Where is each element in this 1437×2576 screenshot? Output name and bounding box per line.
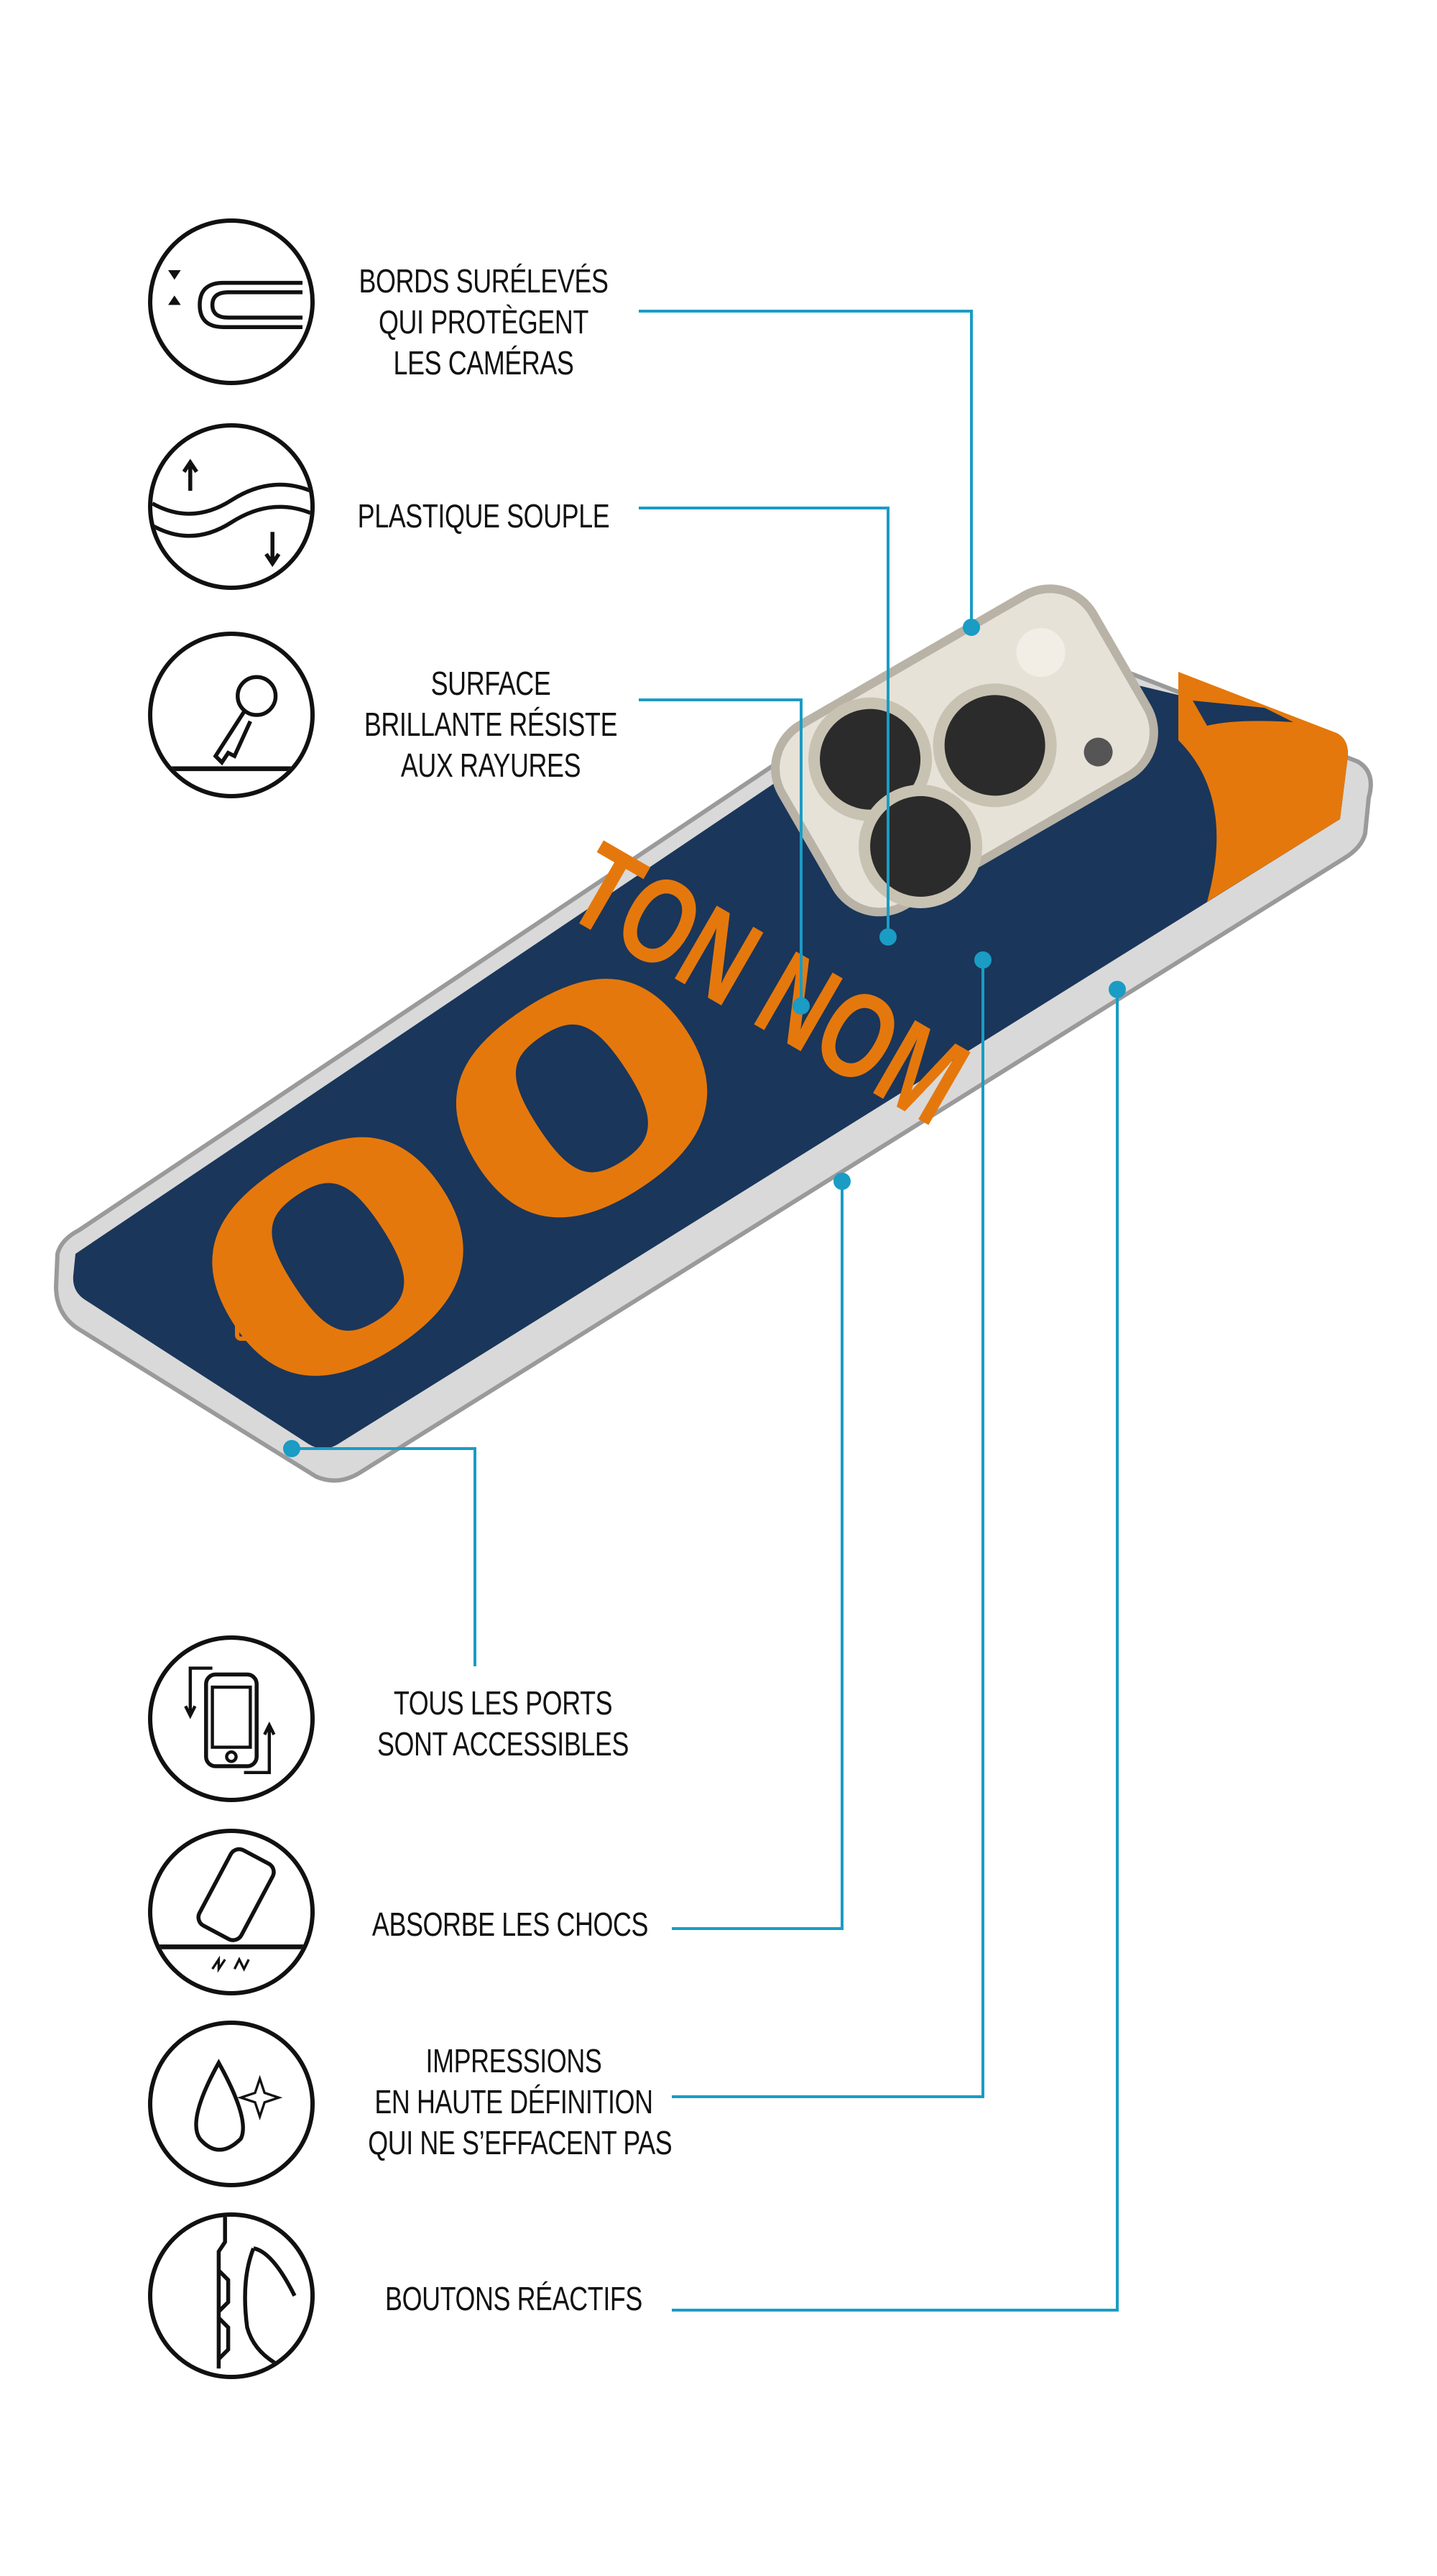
phone-drop-icon [148, 1829, 315, 1995]
callout-dot [1109, 981, 1126, 998]
callout-dot [793, 997, 810, 1015]
raised-edges-icon [148, 218, 315, 385]
label-line: EN HAUTE DÉFINITION [374, 2083, 653, 2120]
key-scratch-icon [148, 632, 315, 798]
feature-label-flexible: PLASTIQUE SOUPLE [338, 496, 629, 537]
brand-logo [235, 1316, 261, 1341]
drop-sparkle-icon [148, 2021, 315, 2187]
flash [1016, 628, 1066, 678]
callout-dot [833, 1173, 851, 1190]
feature-label-print: IMPRESSIONS EN HAUTE DÉFINITION QUI NE S… [368, 2041, 673, 2164]
feature-label-raised-edges: BORDS SURÉLEVÉS QUI PROTÈGENT LES CAMÉRA… [338, 261, 629, 384]
side-buttons-icon [148, 2212, 315, 2379]
label-line: LES CAMÉRAS [393, 344, 574, 382]
label-line: BORDS SURÉLEVÉS [359, 262, 609, 300]
label-line: AUX RAYURES [400, 747, 581, 784]
label-line: IMPRESSIONS [425, 2042, 602, 2079]
label-line: BRILLANTE RÉSISTE [364, 706, 618, 743]
callout-dot [974, 951, 992, 969]
callout-dot [283, 1440, 300, 1457]
phone-rotate-icon [148, 1635, 315, 1802]
label-line: PLASTIQUE SOUPLE [357, 497, 610, 535]
label-line: SONT ACCESSIBLES [376, 1725, 629, 1763]
case-print [73, 647, 1348, 1449]
flexible-wave-icon [148, 423, 315, 590]
label-line: QUI NE S’EFFACENT PAS [368, 2124, 673, 2161]
callout-lines [292, 310, 1119, 2312]
orange-corner [1178, 672, 1348, 902]
feature-label-ports: TOUS LES PORTS SONT ACCESSIBLES [357, 1683, 649, 1765]
label-line: ABSORBE LES CHOCS [371, 1906, 649, 1943]
label-line: SURFACE [430, 665, 551, 702]
callout-dot [963, 619, 980, 636]
callout-dot [879, 928, 897, 946]
feature-label-buttons: BOUTONS RÉACTIFS [368, 2279, 660, 2319]
feature-label-shock: ABSORBE LES CHOCS [364, 1904, 656, 1945]
feature-label-scratch: SURFACE BRILLANTE RÉSISTE AUX RAYURES [345, 663, 637, 786]
label-line: BOUTONS RÉACTIFS [385, 2280, 642, 2317]
label-line: QUI PROTÈGENT [379, 303, 588, 341]
camera-lens [933, 683, 1057, 808]
label-line: TOUS LES PORTS [393, 1684, 613, 1722]
camera-lens [859, 784, 983, 908]
camera-bump [771, 584, 1158, 917]
